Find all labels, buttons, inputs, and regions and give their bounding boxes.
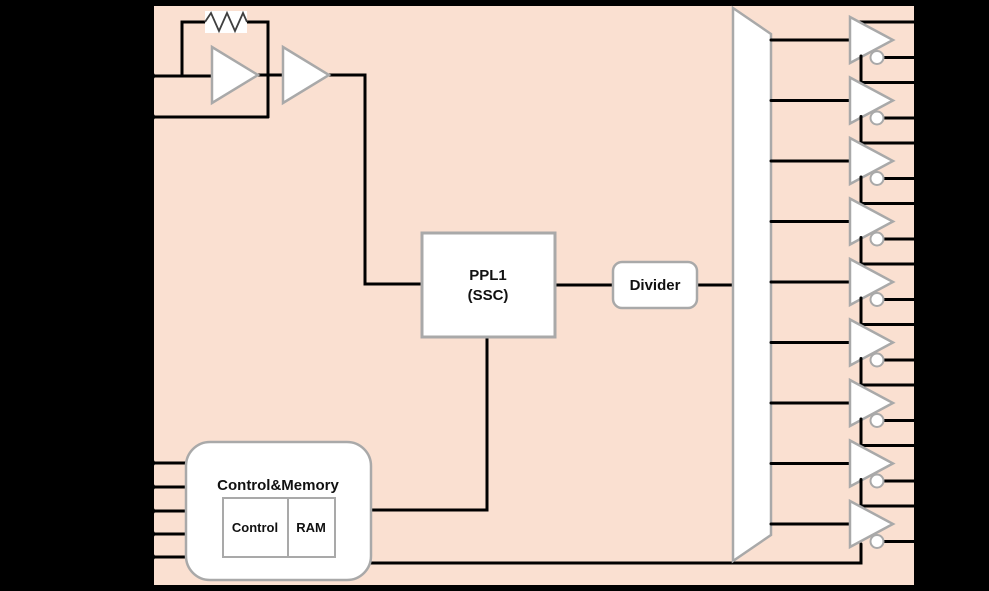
- output-buffer: [769, 236, 923, 308]
- pll-label-line1: PPL1: [469, 267, 507, 284]
- output-buffers-layer: [769, 14, 923, 550]
- buffer-triangle-icon: [848, 135, 896, 187]
- wire-control-to-pll: [358, 335, 489, 512]
- pin-dot-control-input: [147, 530, 155, 538]
- inverter-bubble-icon: [869, 473, 885, 489]
- inverter-bubble-icon: [869, 352, 885, 368]
- resistor-zigzag-icon: [204, 10, 248, 34]
- inverter-bubble-icon: [869, 171, 885, 186]
- fanout-trapezoid-icon: [731, 5, 773, 564]
- oscillator-cell: [204, 10, 332, 106]
- buffer-triangle-icon: [848, 196, 896, 247]
- pin-dot-control-input: [147, 507, 155, 515]
- osc-buffer-triangle-icon: [281, 44, 332, 106]
- output-buffer: [769, 14, 923, 66]
- buffer-triangle-icon: [848, 75, 896, 126]
- pin-dot-control-input: [147, 483, 155, 491]
- buffer-triangle-icon: [848, 256, 896, 308]
- buffer-triangle-icon: [848, 377, 896, 429]
- output-buffer: [769, 357, 923, 429]
- output-buffer: [769, 478, 923, 550]
- buffer-triangle-icon: [848, 14, 896, 66]
- control-memory-block: Control&Memory Control RAM: [184, 440, 373, 582]
- osc-amp-triangle-icon: [210, 44, 261, 106]
- buffer-triangle-icon: [848, 498, 896, 550]
- control-sub-box: [222, 497, 289, 558]
- inverter-bubble-icon: [869, 231, 885, 247]
- inverter-bubble-icon: [869, 292, 885, 307]
- pll-block: PPL1 (SSC): [420, 231, 557, 339]
- pin-dot-control-input: [147, 459, 155, 467]
- output-buffer: [769, 54, 923, 126]
- pin-dot-control-input: [147, 553, 155, 561]
- pin-dot-xtal-2: [147, 113, 155, 121]
- inverter-bubble-icon: [869, 534, 885, 549]
- output-buffer: [769, 296, 923, 368]
- divider-block: Divider: [611, 260, 699, 310]
- inverter-bubble-icon: [869, 50, 885, 65]
- control-memory-title: Control&Memory: [217, 477, 339, 494]
- pll-label-line2: (SSC): [468, 287, 509, 304]
- divider-box: [611, 260, 699, 310]
- wire-osc-to-pll: [327, 73, 426, 286]
- ram-sub-box: [287, 497, 336, 558]
- output-buffer: [769, 115, 923, 187]
- control-sub-label: Control: [232, 520, 278, 535]
- inverter-bubble-icon: [869, 110, 885, 126]
- buffer-triangle-icon: [848, 317, 896, 368]
- buffer-triangle-icon: [848, 438, 896, 489]
- wire-control-enable-bus: [358, 542, 863, 565]
- divider-label: Divider: [630, 277, 681, 294]
- pin-dot-xtal-1: [147, 72, 155, 80]
- output-buffer: [769, 417, 923, 489]
- ram-sub-label: RAM: [296, 520, 326, 535]
- inverter-bubble-icon: [869, 413, 885, 428]
- pll-box: [420, 231, 557, 339]
- control-input-pins: [142, 459, 189, 561]
- output-buffer: [769, 175, 923, 247]
